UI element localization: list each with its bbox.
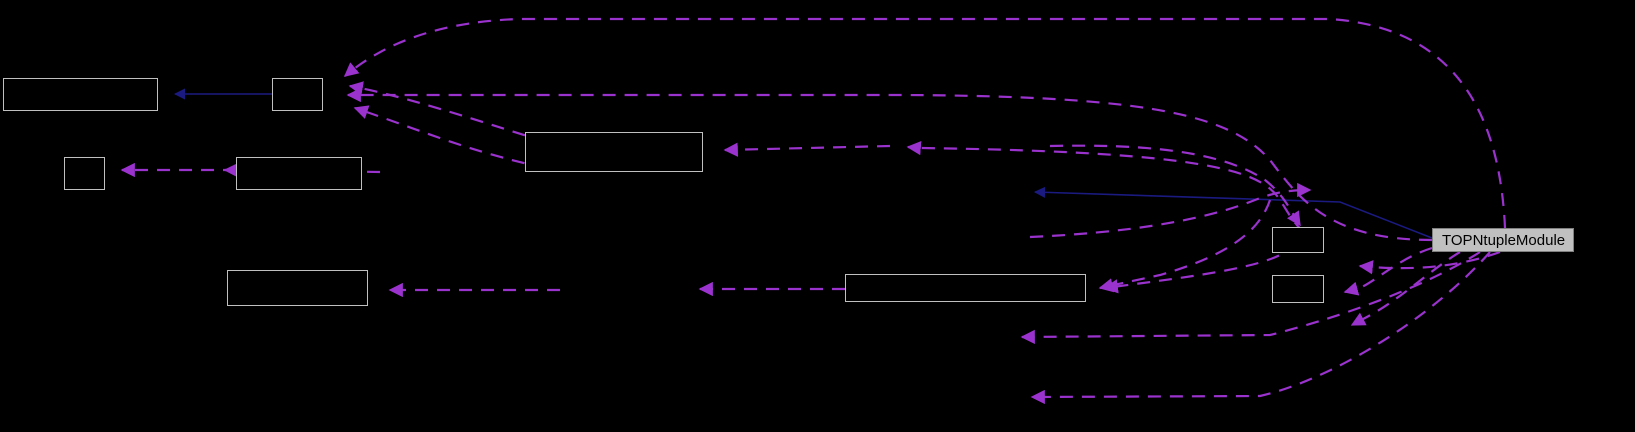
edge-usage-n9-down1 [1350,251,1461,326]
graph-node[interactable] [227,270,368,306]
edge-usage-n4-n1-upper [348,81,547,144]
usage-edges [120,17,1507,405]
edge-usage-curve-n6 [1098,199,1272,293]
edge-usage-n4-n1-lower [353,105,547,170]
edge-usage-n9-n7 [1358,250,1501,275]
inherit-edges [173,88,1433,239]
edge-usage-n9-n8 [1343,246,1433,296]
edge-usage-n9-down2 [1020,251,1481,345]
graph-node[interactable] [845,274,1086,302]
graph-node[interactable] [525,132,703,172]
graph-node[interactable] [1272,227,1324,253]
edge-usage-n9-n1-top [343,17,1507,229]
edge-usage-mid-n4 [723,142,891,157]
graph-node-topntuplemodule[interactable]: TOPNtupleModule [1432,228,1574,252]
edge-usage-right-to-n7-upper [1049,144,1301,227]
graph-node[interactable] [3,78,158,111]
edge-usage-n9-down3 [1030,251,1491,405]
graph-node[interactable] [272,78,323,111]
edge-inherit-n9-left [1033,186,1433,239]
graph-node[interactable] [1272,275,1324,303]
graph-node[interactable] [64,157,105,190]
edge-usage-n9-n1-mid [346,87,1433,242]
graph-node[interactable] [236,157,362,190]
graph-node-label: TOPNtupleModule [1442,231,1566,249]
edge-usage-n7-mid-right [906,140,1325,242]
